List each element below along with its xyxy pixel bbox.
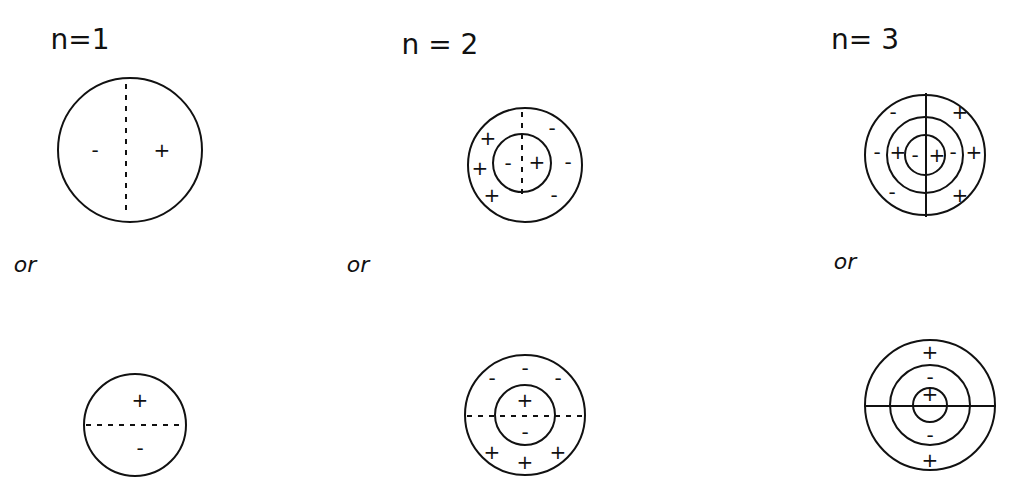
or-word: or	[834, 251, 857, 273]
membrane-circle	[465, 355, 585, 475]
phase-sign: -	[91, 140, 98, 160]
phase-sign: +	[472, 158, 489, 178]
phase-sign: +	[922, 450, 939, 470]
phase-sign: +	[550, 442, 567, 462]
phase-sign: +	[922, 342, 939, 362]
phase-sign: -	[564, 152, 571, 172]
phase-sign: -	[554, 368, 561, 388]
phase-sign: +	[484, 185, 501, 205]
phase-sign: -	[488, 368, 495, 388]
phase-sign: -	[548, 118, 555, 138]
phase-sign: -	[521, 422, 528, 442]
membrane-circle	[865, 340, 995, 470]
phase-sign: -	[873, 142, 880, 162]
nodal-circle	[493, 134, 551, 192]
nodal-line	[467, 415, 583, 417]
membrane-circle	[58, 78, 202, 222]
phase-sign: -	[889, 102, 896, 122]
phase-sign: +	[484, 442, 501, 462]
nodal-line	[925, 93, 927, 217]
phase-sign: +	[517, 390, 534, 410]
phase-sign: -	[136, 438, 143, 458]
or-word: or	[347, 254, 370, 276]
phase-sign: +	[929, 145, 946, 165]
nodal-line	[86, 424, 186, 426]
phase-sign: -	[521, 358, 528, 378]
phase-sign: -	[504, 153, 511, 173]
mode-number: n=1	[50, 26, 109, 54]
phase-sign: -	[550, 185, 557, 205]
membrane-circle	[468, 108, 582, 222]
phase-sign: -	[888, 182, 895, 202]
mode-number: n = 2	[402, 31, 479, 59]
phase-sign: +	[517, 452, 534, 472]
phase-sign: +	[154, 140, 171, 160]
phase-sign: -	[926, 425, 933, 445]
nodal-line	[125, 84, 127, 216]
mode-number: n= 3	[831, 26, 899, 54]
phase-sign: +	[890, 142, 907, 162]
membrane-circle	[84, 374, 186, 476]
phase-sign: +	[922, 384, 939, 404]
nodal-line	[521, 112, 523, 200]
nodal-line	[864, 405, 996, 407]
phase-sign: +	[132, 390, 149, 410]
phase-sign: +	[480, 128, 497, 148]
or-word: or	[14, 254, 37, 276]
phase-sign: +	[529, 152, 546, 172]
phase-sign: +	[952, 185, 969, 205]
phase-sign: +	[966, 142, 983, 162]
phase-sign: -	[911, 145, 918, 165]
phase-sign: -	[949, 142, 956, 162]
phase-sign: +	[952, 102, 969, 122]
